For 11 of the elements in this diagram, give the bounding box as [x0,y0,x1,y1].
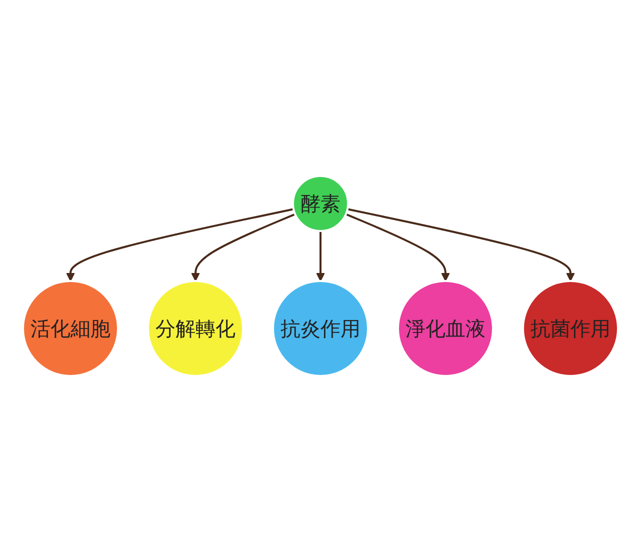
node-circle: 抗炎作用 [272,280,368,377]
node-circle: 活化細胞 [22,280,118,377]
arrow [344,213,450,282]
node-circle: 分解轉化 [146,280,244,377]
node-circle: 抗菌作用 [522,280,618,377]
node-circle: 淨化血液 [396,280,494,377]
arrow [190,213,296,282]
node-circle: 酵素 [292,175,348,232]
arrow [346,208,574,282]
arrow [66,208,294,282]
arrow [316,231,324,282]
